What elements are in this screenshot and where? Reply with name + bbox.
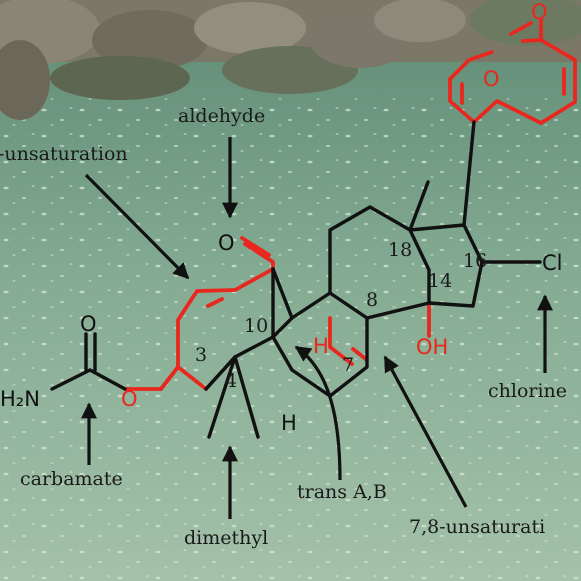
annotation-labels: aldehyde -unsaturation carbamate dimethy…: [0, 105, 567, 549]
position-4: 4: [225, 370, 237, 392]
position-18: 18: [388, 239, 412, 261]
black-bonds: [50, 120, 542, 439]
position-3: 3: [195, 344, 207, 366]
rocks: [0, 0, 581, 120]
carbamate-oxygen-top: O: [80, 312, 97, 336]
hydrogen-ab: H: [313, 334, 329, 358]
position-8: 8: [366, 289, 378, 311]
atom-labels: O O O O O H₂N Cl OH H H: [0, 0, 563, 435]
position-10: 10: [244, 315, 268, 337]
position-16: 16: [463, 250, 487, 272]
annotation-arrows: [81, 137, 553, 519]
position-numbers: 3 4 7 8 10 14 16 18: [195, 239, 487, 392]
ring-oxygen: O: [483, 67, 500, 91]
aldehyde-oxygen: O: [218, 231, 235, 255]
annotation-aldehyde: aldehyde: [178, 105, 265, 127]
annotation-dimethyl: dimethyl: [184, 527, 268, 549]
chlorine-atom: Cl: [542, 251, 563, 275]
carbamate-oxygen: O: [121, 387, 138, 411]
hydroxyl-group: OH: [416, 335, 448, 359]
annotation-chlorine: chlorine: [488, 380, 567, 402]
position-14: 14: [428, 270, 452, 292]
annotation-unsaturation: -unsaturation: [0, 143, 128, 165]
position-7: 7: [342, 354, 354, 376]
highlighted-bonds: [123, 18, 577, 391]
amine-group: H₂N: [0, 387, 40, 411]
annotation-78-unsaturation: 7,8-unsaturati: [409, 516, 545, 538]
hydrogen-5: H: [281, 411, 297, 435]
annotation-trans-ab: trans A,B: [297, 481, 387, 503]
carbonyl-o-top: O: [531, 0, 548, 24]
annotation-carbamate: carbamate: [20, 468, 123, 490]
